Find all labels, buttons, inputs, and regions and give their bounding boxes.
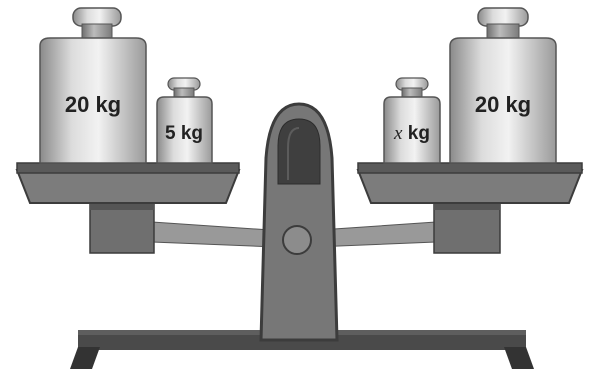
- weight-5kg: 5 kg: [157, 78, 212, 163]
- weight-label: 20 kg: [475, 92, 531, 117]
- weight-label: 20 kg: [65, 92, 121, 117]
- right-pan: [358, 163, 582, 203]
- scale-pillar: [261, 104, 337, 340]
- weight-x-kg: x kg: [384, 78, 440, 163]
- left-pan: [17, 163, 239, 203]
- pivot-knob: [283, 226, 311, 254]
- left-pan-support: [90, 203, 154, 253]
- weight-label: 5 kg: [165, 123, 203, 144]
- weight-label: x kg: [393, 123, 430, 144]
- weight-20kg-right: 20 kg: [450, 8, 556, 163]
- weight-20kg-left: 20 kg: [40, 8, 146, 163]
- unit-kg: kg: [402, 123, 429, 144]
- right-pan-support: [434, 203, 500, 253]
